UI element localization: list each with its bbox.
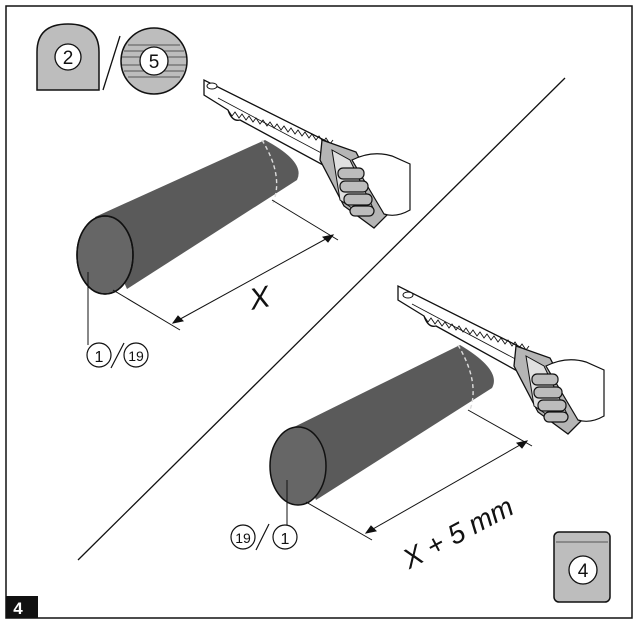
part-number-b-first: 19 [235, 530, 251, 546]
part-number-a-first: 1 [95, 349, 104, 366]
dimension-label-a: X [245, 280, 273, 317]
tube-b [269, 344, 494, 506]
badge-separator [102, 35, 121, 91]
dimension-line-b [305, 409, 533, 541]
badge-number-2: 2 [63, 48, 74, 69]
part-number-b-second: 1 [281, 531, 290, 548]
part-number-a-second: 19 [128, 348, 144, 364]
part-label-group-a: 1 19 [86, 342, 149, 369]
badge-cap-icon: 2 [36, 23, 100, 91]
part-label-group-b: 19 1 [230, 523, 298, 551]
badge-number-5: 5 [149, 52, 160, 73]
badge-number-4: 4 [578, 561, 589, 582]
dimension-label-b: X + 5 mm [397, 491, 519, 575]
diagonal-divider [77, 77, 566, 561]
step-number: 4 [13, 599, 23, 618]
dimension-line-a [112, 199, 339, 331]
step-number-badge: 4 [6, 596, 38, 618]
badge-filter-icon: 4 [553, 531, 611, 603]
hand-a [337, 153, 411, 217]
badge-round-grille-icon: 5 [120, 27, 188, 95]
tube-a [76, 139, 299, 295]
frame-border [5, 5, 633, 619]
hand-b [531, 359, 605, 423]
